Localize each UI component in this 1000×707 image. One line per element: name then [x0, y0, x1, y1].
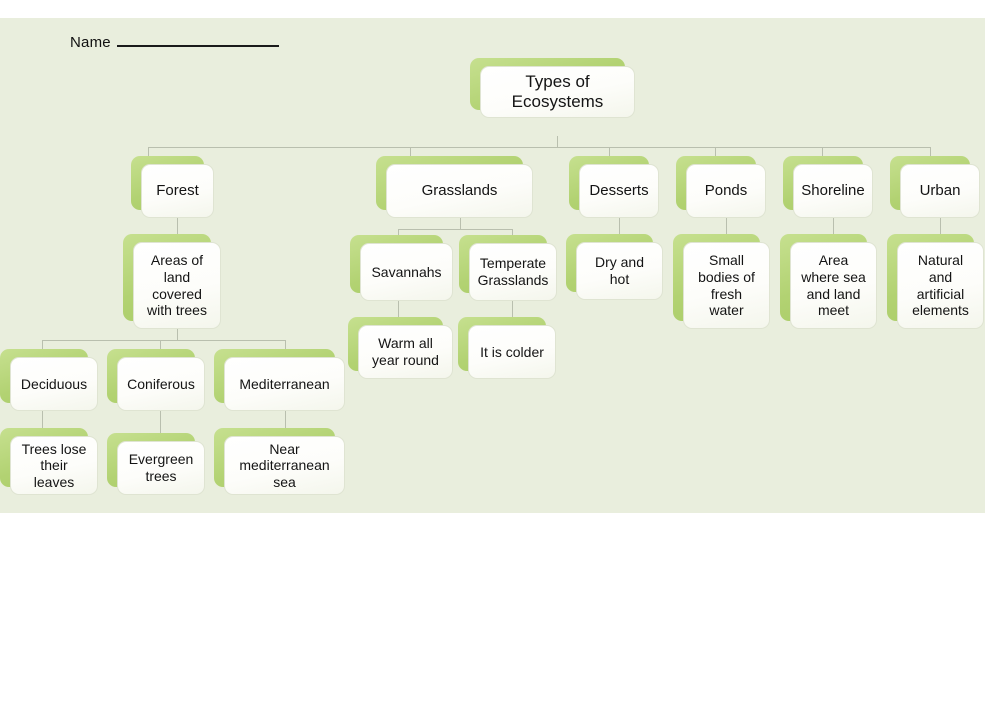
connector-savannahs-to-def [398, 301, 399, 325]
node-urban[interactable]: Urban [890, 156, 980, 218]
name-blank-line[interactable] [116, 32, 279, 47]
node-forest[interactable]: Forest [131, 156, 214, 218]
node-label-mediterranean: Mediterranean [224, 357, 345, 411]
connector-level1-bus [148, 147, 930, 148]
node-temperate-definition[interactable]: It is colder [458, 317, 556, 379]
node-label-deciduous-definition: Trees lose their leaves [10, 436, 98, 495]
connector-forest-to-def [177, 218, 178, 242]
node-desserts-definition[interactable]: Dry and hot [566, 234, 663, 300]
connector-drop-urban [930, 147, 931, 164]
connector-forestdef-stem [177, 329, 178, 340]
node-deciduous-definition[interactable]: Trees lose their leaves [0, 428, 98, 495]
node-label-grasslands: Grasslands [386, 164, 533, 218]
node-forest-definition[interactable]: Areas of land covered with trees [123, 234, 221, 329]
node-label-forest-definition: Areas of land covered with trees [133, 242, 221, 329]
node-label-deciduous: Deciduous [10, 357, 98, 411]
connector-drop-deciduous [42, 340, 43, 357]
node-types-of-ecosystems[interactable]: Types of Ecosystems [470, 58, 635, 118]
node-label-temperate-grasslands: Temperate Grasslands [469, 243, 557, 301]
name-field-row: Name [70, 32, 279, 51]
connector-shoreline-to-def [833, 218, 834, 242]
connector-desserts-to-def [619, 218, 620, 242]
node-label-ponds: Ponds [686, 164, 766, 218]
connector-forest-children-bus [42, 340, 285, 341]
connector-drop-desserts [609, 147, 610, 164]
node-label-ponds-definition: Small bodies of fresh water [683, 242, 770, 329]
node-label-coniferous-definition: Evergreen trees [117, 441, 205, 495]
connector-mediterranean-to-def [285, 411, 286, 436]
node-ponds-definition[interactable]: Small bodies of fresh water [673, 234, 770, 329]
node-coniferous[interactable]: Coniferous [107, 349, 205, 411]
connector-drop-grasslands [410, 147, 411, 164]
node-label-coniferous: Coniferous [117, 357, 205, 411]
node-label-savannahs-definition: Warm all year round [358, 325, 453, 379]
connector-drop-coniferous [160, 340, 161, 357]
slide-canvas: Name Types of Ecosystems Forest [0, 18, 985, 513]
connector-ponds-to-def [726, 218, 727, 242]
node-savannahs-definition[interactable]: Warm all year round [348, 317, 453, 379]
node-coniferous-definition[interactable]: Evergreen trees [107, 433, 205, 495]
name-label: Name [70, 34, 111, 51]
node-grasslands[interactable]: Grasslands [376, 156, 533, 218]
node-mediterranean[interactable]: Mediterranean [214, 349, 345, 411]
node-temperate-grasslands[interactable]: Temperate Grasslands [459, 235, 557, 301]
node-label-shoreline-definition: Area where sea and land meet [790, 242, 877, 329]
node-label-desserts: Desserts [579, 164, 659, 218]
node-label-urban: Urban [900, 164, 980, 218]
connector-drop-forest [148, 147, 149, 164]
node-mediterranean-definition[interactable]: Near mediterranean sea [214, 428, 345, 495]
connector-grasslands-stem [460, 218, 461, 229]
node-label-forest: Forest [141, 164, 214, 218]
node-label-temperate-definition: It is colder [468, 325, 556, 379]
connector-grasslands-children-bus [398, 229, 512, 230]
connector-drop-mediterranean [285, 340, 286, 357]
node-deciduous[interactable]: Deciduous [0, 349, 98, 411]
connector-deciduous-to-def [42, 411, 43, 436]
node-label-urban-definition: Natural and artificial elements [897, 242, 984, 329]
connector-drop-shoreline [822, 147, 823, 164]
node-label-types-of-ecosystems: Types of Ecosystems [480, 66, 635, 118]
connector-coniferous-to-def [160, 411, 161, 436]
node-label-shoreline: Shoreline [793, 164, 873, 218]
node-label-savannahs: Savannahs [360, 243, 453, 301]
node-ponds[interactable]: Ponds [676, 156, 766, 218]
node-label-mediterranean-definition: Near mediterranean sea [224, 436, 345, 495]
connector-urban-to-def [940, 218, 941, 242]
connector-temperate-to-def [512, 301, 513, 325]
node-savannahs[interactable]: Savannahs [350, 235, 453, 301]
node-shoreline-definition[interactable]: Area where sea and land meet [780, 234, 877, 329]
connector-drop-ponds [715, 147, 716, 164]
node-desserts[interactable]: Desserts [569, 156, 659, 218]
node-label-desserts-definition: Dry and hot [576, 242, 663, 300]
node-shoreline[interactable]: Shoreline [783, 156, 873, 218]
connector-root-stem [557, 136, 558, 148]
node-urban-definition[interactable]: Natural and artificial elements [887, 234, 984, 329]
